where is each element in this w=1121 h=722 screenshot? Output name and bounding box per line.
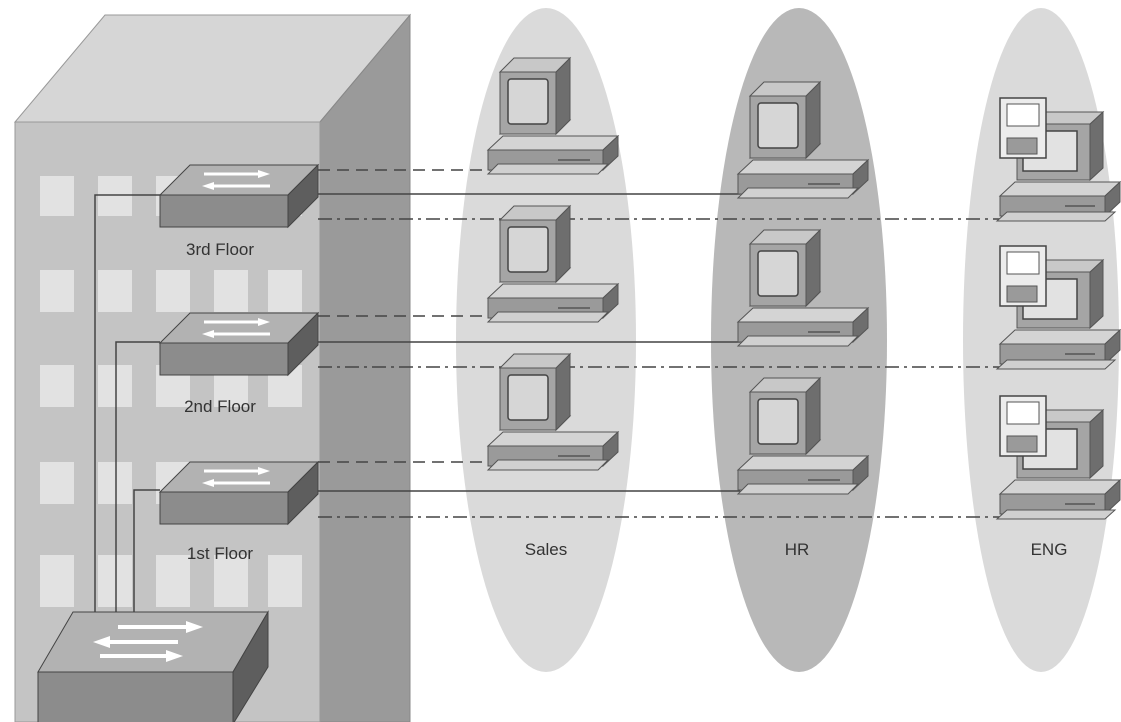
switch-2nd-floor	[158, 311, 320, 377]
floor-label-2: 2nd Floor	[184, 397, 256, 416]
floor-label-3: 3rd Floor	[186, 240, 254, 259]
group-label-hr: HR	[785, 540, 810, 559]
switch-1st-floor	[158, 460, 320, 526]
group-label-sales: Sales	[525, 540, 568, 559]
sales-links	[318, 169, 490, 463]
core-switch	[37, 610, 269, 722]
floor-label-1: 1st Floor	[187, 544, 253, 563]
switch-3rd-floor	[158, 163, 320, 229]
hr-links	[318, 193, 740, 492]
riser-cables	[94, 194, 160, 612]
group-label-eng: ENG	[1031, 540, 1068, 559]
eng-links	[318, 218, 1000, 518]
